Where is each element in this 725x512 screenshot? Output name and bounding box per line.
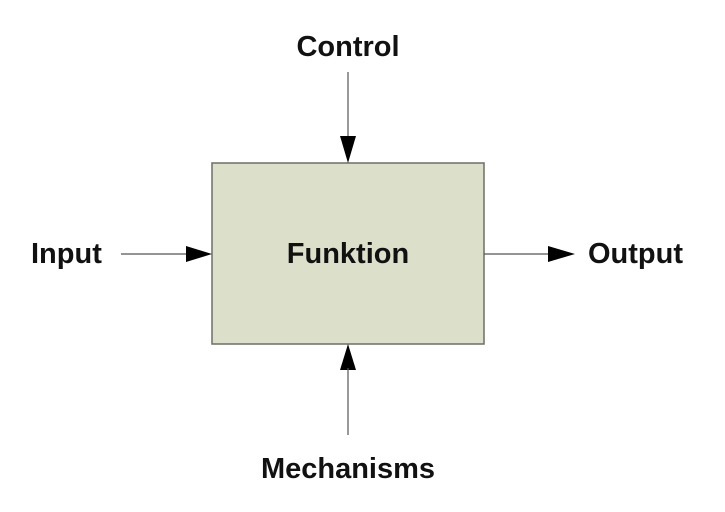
input-label: Input [31, 238, 102, 270]
output-label: Output [588, 238, 683, 270]
control-arrowhead-icon [340, 136, 356, 163]
control-label: Control [296, 31, 399, 63]
output-arrowhead-icon [548, 246, 575, 262]
function-label: Funktion [287, 238, 409, 270]
input-arrowhead-icon [186, 246, 212, 262]
mechanisms-label: Mechanisms [261, 453, 435, 485]
function-box [211, 162, 485, 345]
mechanisms-arrowhead-icon [340, 344, 356, 370]
